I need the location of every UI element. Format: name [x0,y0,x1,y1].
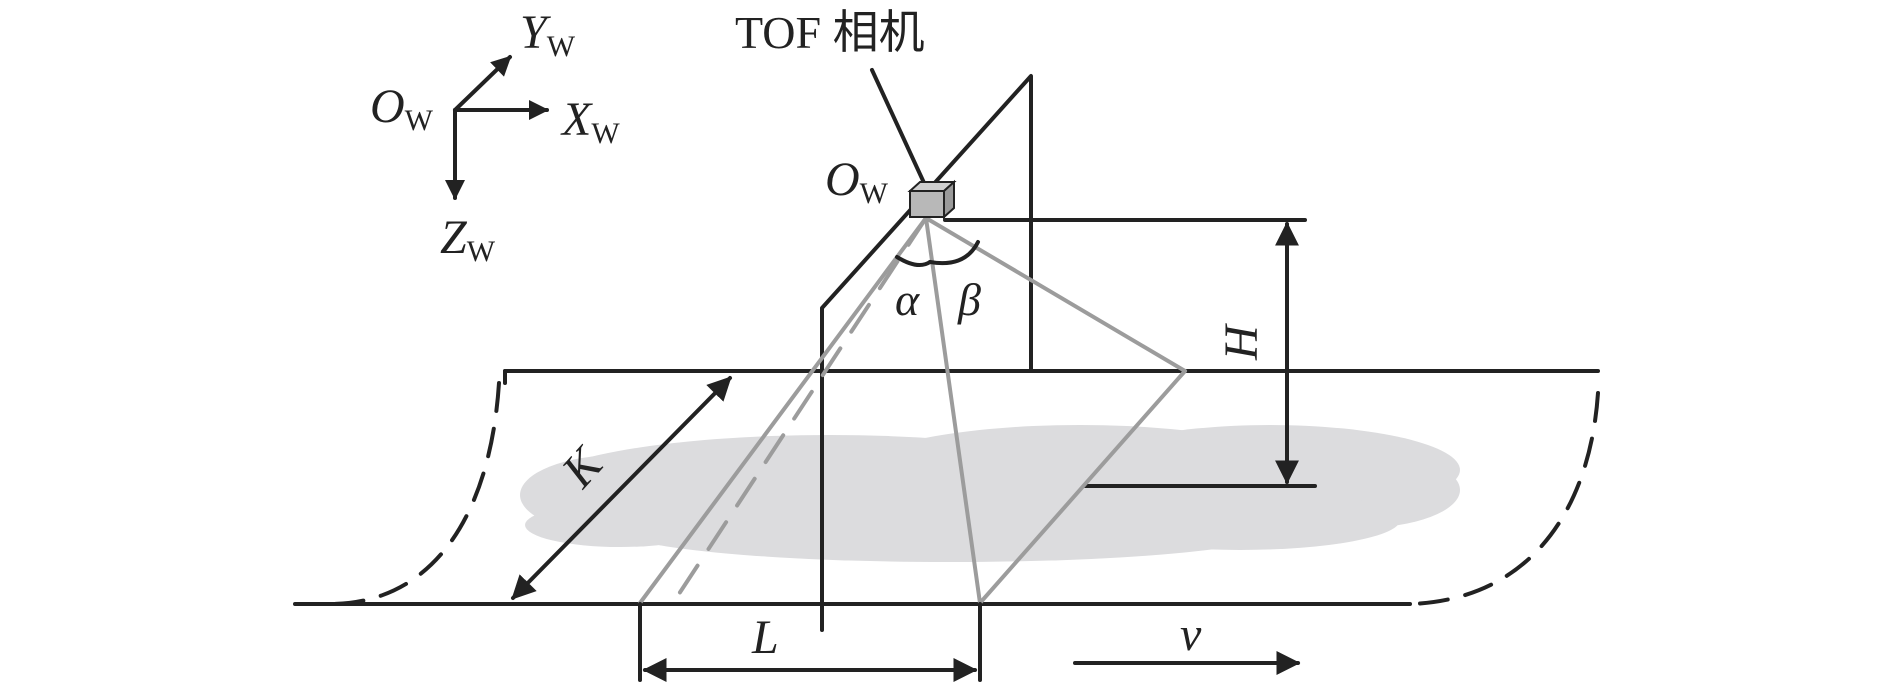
conveyor-left-curve [328,381,501,606]
conveyor-right-curve [1408,391,1600,606]
velocity-label: v [1180,608,1202,661]
length-label: L [751,611,779,664]
beta-label: β [957,274,981,325]
axis-y-label: YW [520,6,576,63]
tof-camera [907,179,957,220]
coordinate-axes [445,55,549,200]
camera-pointer-line [870,68,927,187]
axis-x-label: XW [560,93,620,150]
origin-camera-label: OW [825,153,889,210]
axis-z-label: ZW [440,211,496,268]
alpha-angle-arc [895,255,932,268]
beta-angle-arc [928,240,980,265]
camera-label: TOF 相机 [735,7,925,58]
alpha-label: α [895,274,920,325]
height-label: H [1215,323,1268,361]
origin-main-label: OW [370,80,434,137]
width-dimension-arrow [511,376,732,600]
